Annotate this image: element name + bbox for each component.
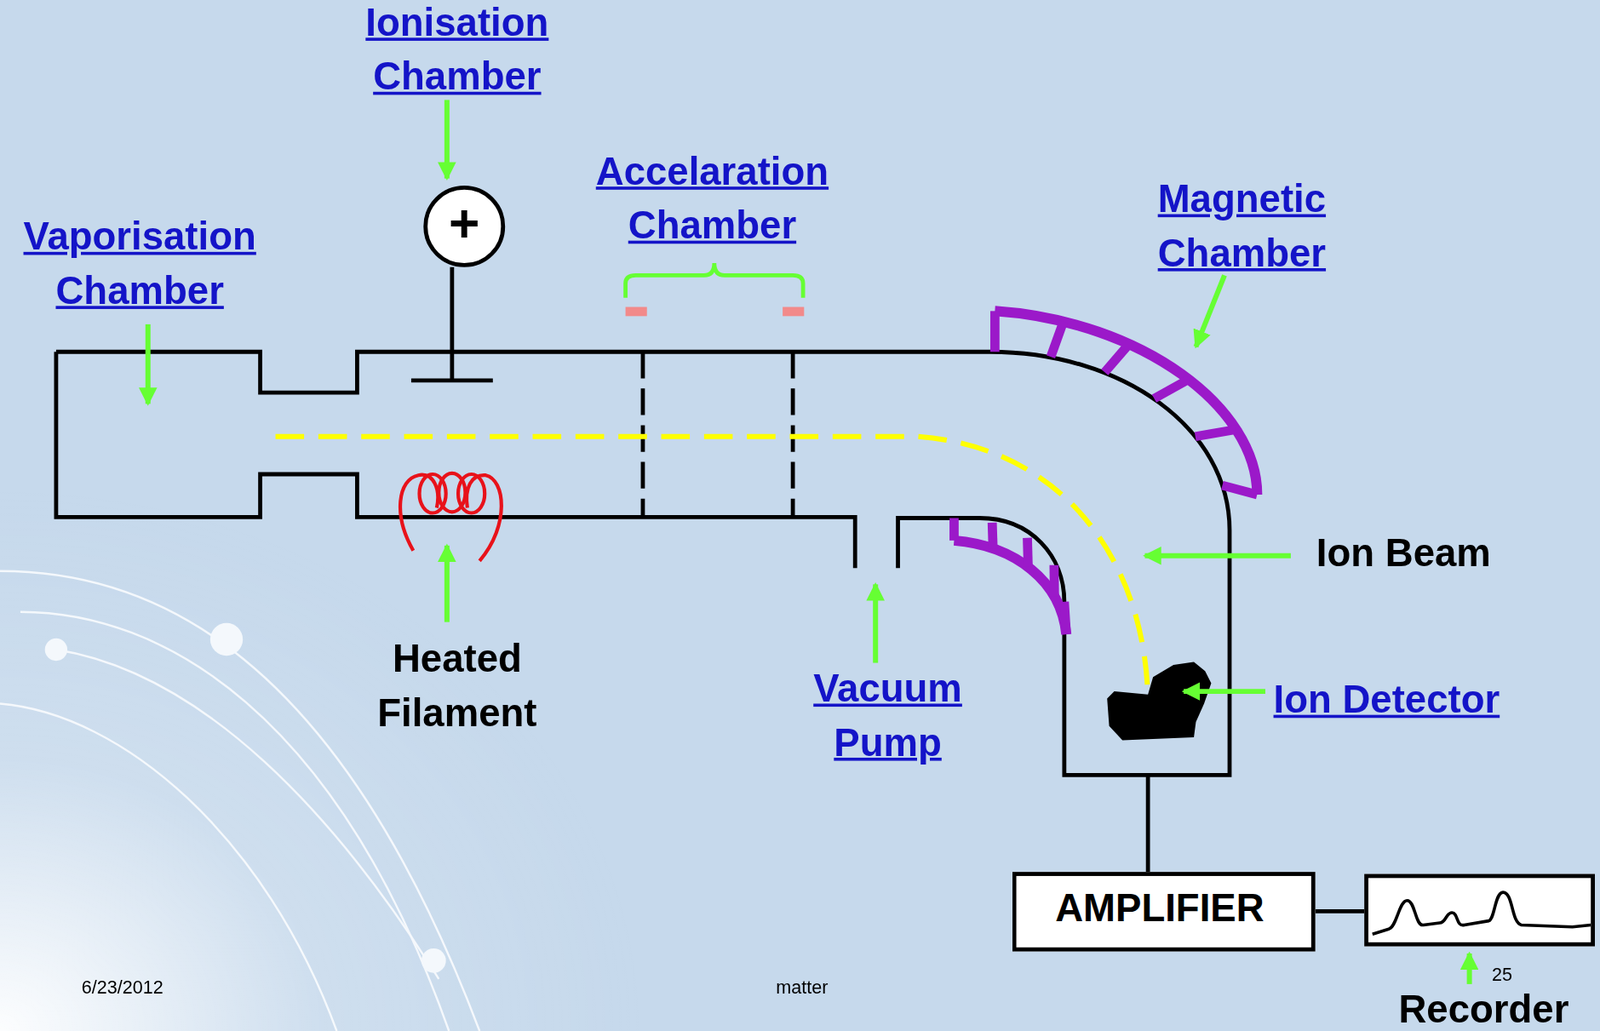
tube-outline [56, 351, 1230, 775]
recorder-trace [1372, 892, 1591, 935]
part-label: Magnetic Chamber [1109, 172, 1376, 281]
footer-text: matter [751, 977, 854, 998]
amplifier-box: AMPLIFIER [1012, 871, 1316, 952]
node-text: + [411, 182, 518, 264]
decorative-dots [45, 623, 447, 974]
ion-detector [1106, 661, 1211, 740]
signal-wire [1315, 909, 1365, 914]
plate-terminal [625, 307, 805, 317]
magnet-tick [1221, 485, 1257, 495]
part-label: Ionisation Chamber [324, 0, 591, 104]
bracket [625, 263, 804, 299]
part-label: Ion Beam [1316, 526, 1562, 580]
magnet-tick [1022, 538, 1033, 568]
part-label: Vaporisation Chamber [0, 210, 280, 319]
date-footer: 6/23/2012 [81, 977, 205, 998]
magnet-tick [1153, 379, 1188, 400]
magnet-tick [1050, 321, 1064, 357]
magnet-tick [949, 517, 959, 540]
magnet-tick [1064, 602, 1067, 635]
magnet-tick [1195, 429, 1237, 436]
magnet-tick [990, 310, 1000, 352]
part-label: Vacuum Pump [775, 661, 1001, 770]
heated-filament [400, 473, 502, 562]
part-label: Accelaration Chamber [559, 144, 866, 253]
recorder-trace [1368, 877, 1591, 942]
electrode-terminal: + [411, 185, 518, 268]
magnet-tick [1104, 344, 1130, 373]
signal-wire [1146, 774, 1151, 872]
part-label: Ion Detector [1273, 673, 1581, 728]
pointer-arrow [148, 99, 1470, 985]
magnet-tick [1049, 565, 1059, 597]
ionisation-electrode [411, 267, 494, 381]
part-label: Recorder [1347, 986, 1600, 1031]
magnet-tick [987, 522, 998, 549]
magnet [953, 310, 1257, 635]
node-text: AMPLIFIER [1012, 871, 1308, 944]
part-label: Heated Filament [334, 632, 580, 741]
page-number: 25 [1491, 964, 1533, 986]
recorder-box: Recorder [1364, 874, 1595, 947]
